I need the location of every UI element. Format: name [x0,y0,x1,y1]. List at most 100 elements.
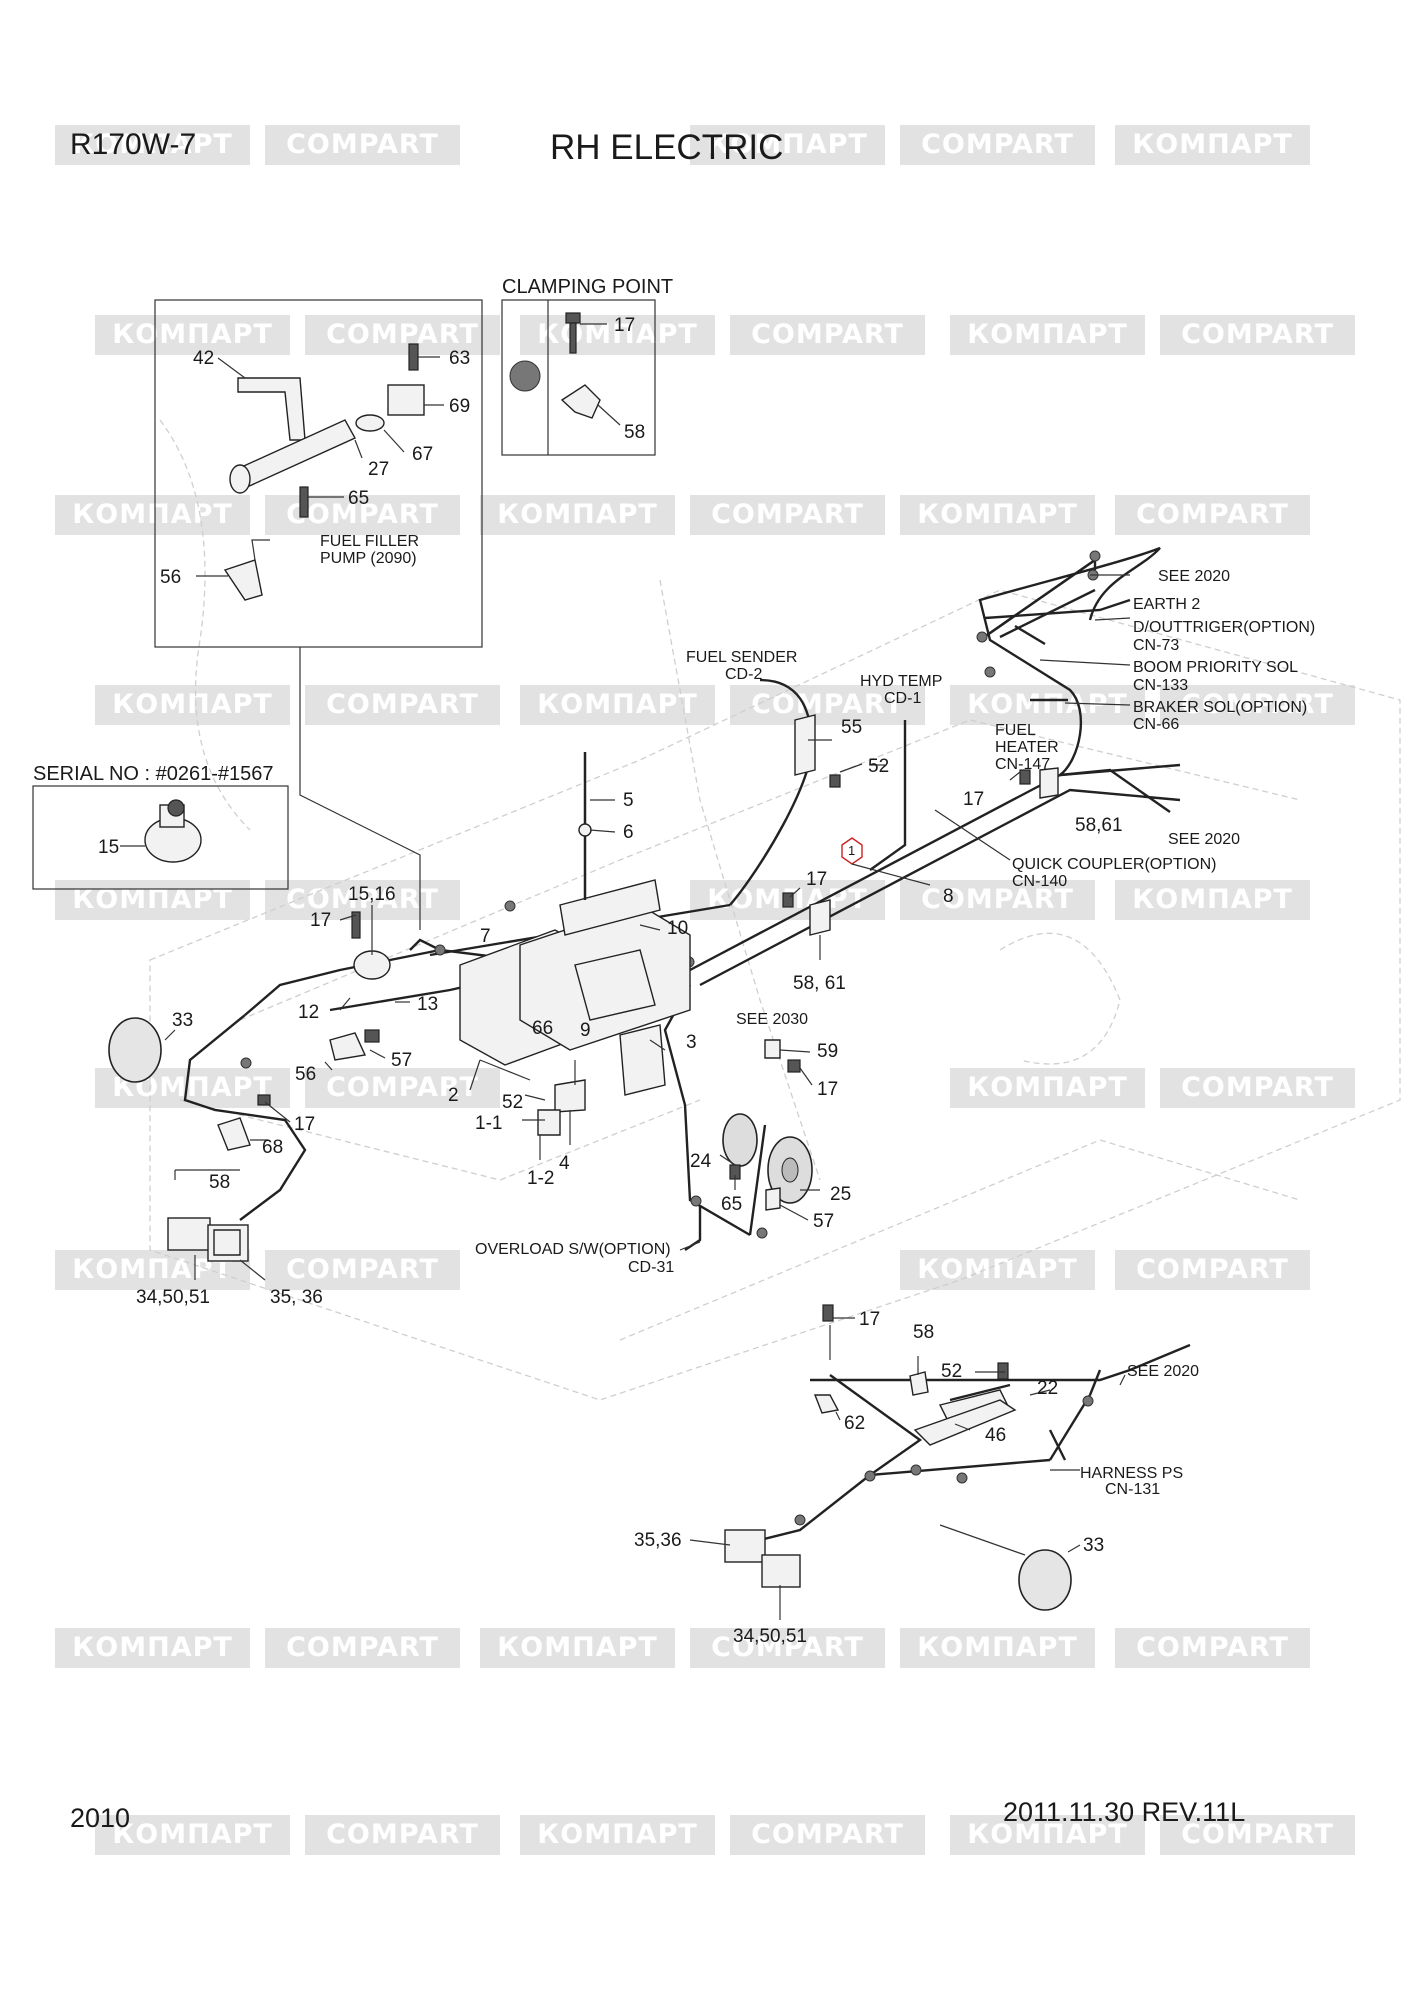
label-cn147: CN-147 [995,756,1050,773]
callout-15-16: 15,16 [348,884,396,905]
callout-8: 8 [943,886,954,907]
callout-13: 13 [417,994,438,1015]
label-boom-priority: BOOM PRIORITY SOL [1133,659,1298,676]
callout-58: 58 [624,422,645,443]
callout-65: 65 [348,488,369,509]
clip-58-rear [909,1371,929,1396]
clamping-point-inset: CLAMPING POINT 17 58 [501,276,673,456]
callout-17: 17 [614,315,635,336]
clip-58 [560,384,601,419]
harness-marker-1 [841,837,863,865]
terminal-4 [554,1079,586,1113]
model-label: R170W-7 [70,128,197,161]
bolt-17e [257,1094,271,1106]
clip-59 [764,1039,781,1059]
fuel-filler-pump-ref: PUMP (2090) [320,550,417,567]
clip-57-horn [765,1187,781,1211]
bolt-17d [787,1059,801,1073]
machine-frame-ghost [149,419,1401,1401]
clamping-point-marker [509,360,541,392]
callout-66: 66 [532,1018,553,1039]
page-title: RH ELECTRIC [550,128,784,167]
callout-17: 17 [310,910,331,931]
connector-1-2 [537,1109,561,1136]
fuel-filler-inset: 42 63 69 27 67 65 56 FUEL FILLER PUMP (2… [154,299,483,930]
callout-67: 67 [412,444,433,465]
callout-27: 27 [368,459,389,480]
clamp-58-61b [1039,767,1059,799]
leader-lines [164,574,1131,1620]
lamp-35-36-rear [724,1529,766,1563]
callout-4: 4 [559,1153,570,1174]
callout-9: 9 [580,1020,591,1041]
callout-22: 22 [1037,1378,1058,1399]
components [108,714,1072,1611]
clip-58-left [217,1117,251,1151]
callout-56: 56 [160,567,181,588]
callout-1: 1 [848,843,855,858]
callout-35-36: 35,36 [634,1530,682,1551]
clamp-bolt-17 [569,322,577,354]
label-cd2: CD-2 [725,666,762,683]
callout-17: 17 [806,869,827,890]
callout-10: 10 [667,918,688,939]
callout-33: 33 [1083,1535,1104,1556]
callout-57: 57 [391,1050,412,1071]
callout-17: 17 [859,1309,880,1330]
callout-59: 59 [817,1041,838,1062]
hose-clamp-67 [355,414,385,432]
part-number-labels: 55 52 17 58,61 5 6 1 17 8 15,16 17 10 7 … [136,717,1123,1647]
bolt-57 [364,1029,380,1043]
bolt-63 [408,343,419,371]
bolt-52a [829,774,841,788]
callout-17: 17 [963,789,984,810]
horn-24 [722,1113,758,1167]
label-fuel-heater-2: HEATER [995,739,1059,756]
callout-33: 33 [172,1010,193,1031]
callout-58-61: 58, 61 [793,973,846,994]
callout-17: 17 [294,1114,315,1135]
callout-1-2: 1-2 [527,1168,554,1189]
clip-56 [329,1032,367,1061]
callout-58: 58 [913,1322,934,1343]
label-harness-ps: HARNESS PS [1080,1465,1183,1482]
relay-3 [619,1024,666,1096]
callout-6: 6 [623,822,634,843]
reflector-33 [108,1017,162,1083]
label-cn131: CN-131 [1105,1481,1160,1498]
callout-24: 24 [690,1151,712,1172]
callout-57: 57 [813,1211,834,1232]
label-see2020-bottom: SEE 2020 [1127,1363,1199,1380]
washer-6 [578,823,592,837]
bolt-65 [299,486,309,518]
lamp-34-50-51 [167,1217,211,1251]
callout-42: 42 [193,348,214,369]
callout-34-50-51: 34,50,51 [733,1626,807,1647]
callout-34-50-51: 34,50,51 [136,1287,210,1308]
callout-25: 25 [830,1184,851,1205]
label-cn66: CN-66 [1133,716,1179,733]
callout-labels: SEE 2020 EARTH 2 D/OUTTRIGER(OPTION) CN-… [475,568,1315,1498]
callout-58: 58 [209,1172,230,1193]
label-cn140: CN-140 [1012,873,1067,890]
callout-52: 52 [868,756,889,777]
callout-15: 15 [98,837,119,858]
label-cd31: CD-31 [628,1259,674,1276]
callout-56: 56 [295,1064,316,1085]
bolt-52c [997,1362,1009,1380]
bracket-22 [913,1399,1017,1446]
callout-62: 62 [844,1413,865,1434]
label-hyd-temp: HYD TEMP [860,673,942,690]
callout-63: 63 [449,348,470,369]
label-outtrigger: D/OUTTRIGER(OPTION) [1133,619,1315,636]
connector-55 [794,714,816,776]
label-cn73: CN-73 [1133,637,1179,654]
callout-3: 3 [686,1032,697,1053]
callout-69: 69 [449,396,470,417]
lamp-34-50-51-rear [761,1554,801,1588]
callout-12: 12 [298,1002,319,1023]
callout-55: 55 [841,717,862,738]
label-see2020-mid: SEE 2020 [1168,831,1240,848]
callout-17: 17 [817,1079,838,1100]
